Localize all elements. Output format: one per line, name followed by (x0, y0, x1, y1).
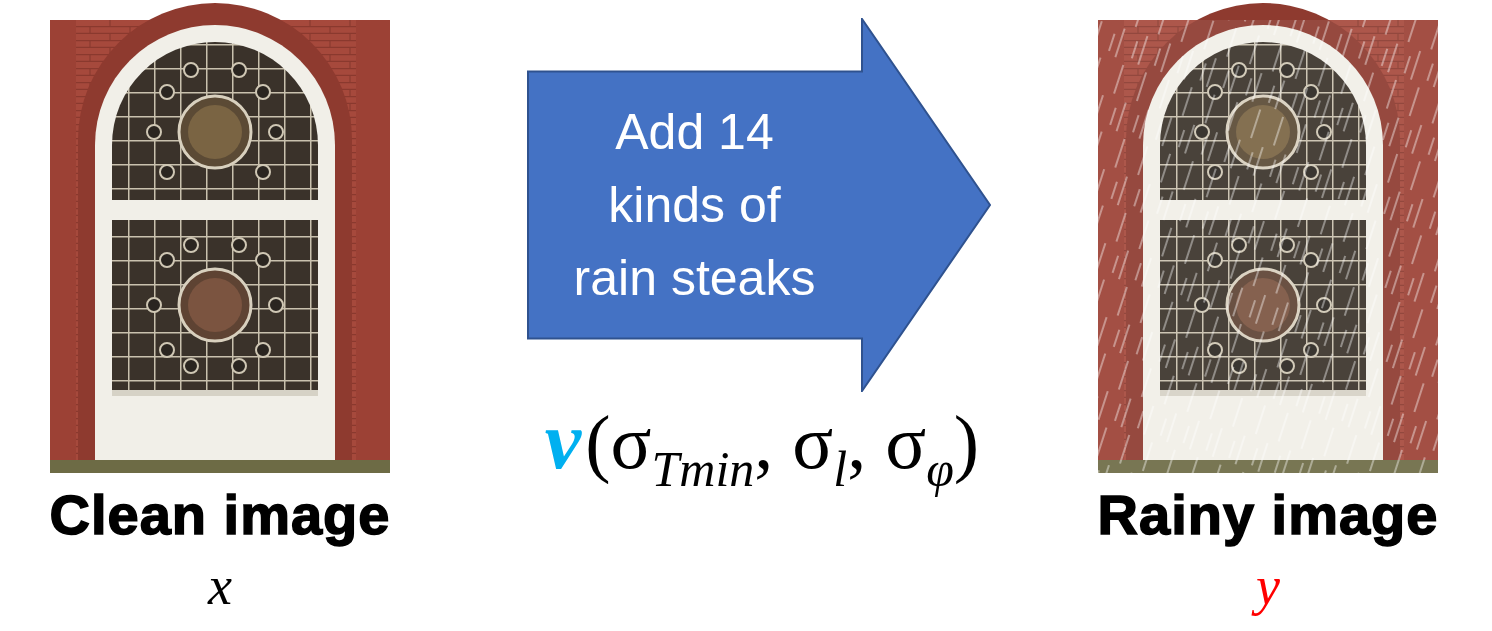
variable-name: y (1256, 555, 1280, 617)
formula-text: ) (954, 400, 979, 484)
arrow-polygon (528, 19, 990, 391)
formula: v(σTmin, σl, σφ) (545, 398, 979, 512)
rainy-photo (1098, 3, 1438, 473)
formula-subscript: Tmin (652, 441, 755, 497)
variable-name: x (208, 555, 232, 617)
formula-subscript: φ (926, 441, 954, 497)
clean-photo (50, 3, 390, 473)
function-symbol: v (545, 395, 581, 486)
image-caption: Rainy image (1098, 483, 1439, 547)
process-arrow: Add 14 kinds of rain steaks (527, 18, 992, 392)
haze (1098, 20, 1438, 473)
formula-text: (σ (585, 400, 651, 484)
rainy-photo-base (1098, 3, 1438, 473)
image-caption: Clean image (50, 483, 391, 547)
formula-text: , σ (754, 400, 833, 484)
rain-streaks (1098, 20, 1438, 473)
formula-text: , σ (847, 400, 926, 484)
formula-subscript: l (833, 441, 847, 497)
image-frame: Rainy imagey (1098, 20, 1438, 473)
image-frame: Clean imagex (50, 20, 390, 473)
arrow-label: Add 14 kinds of rain steaks (566, 96, 824, 315)
